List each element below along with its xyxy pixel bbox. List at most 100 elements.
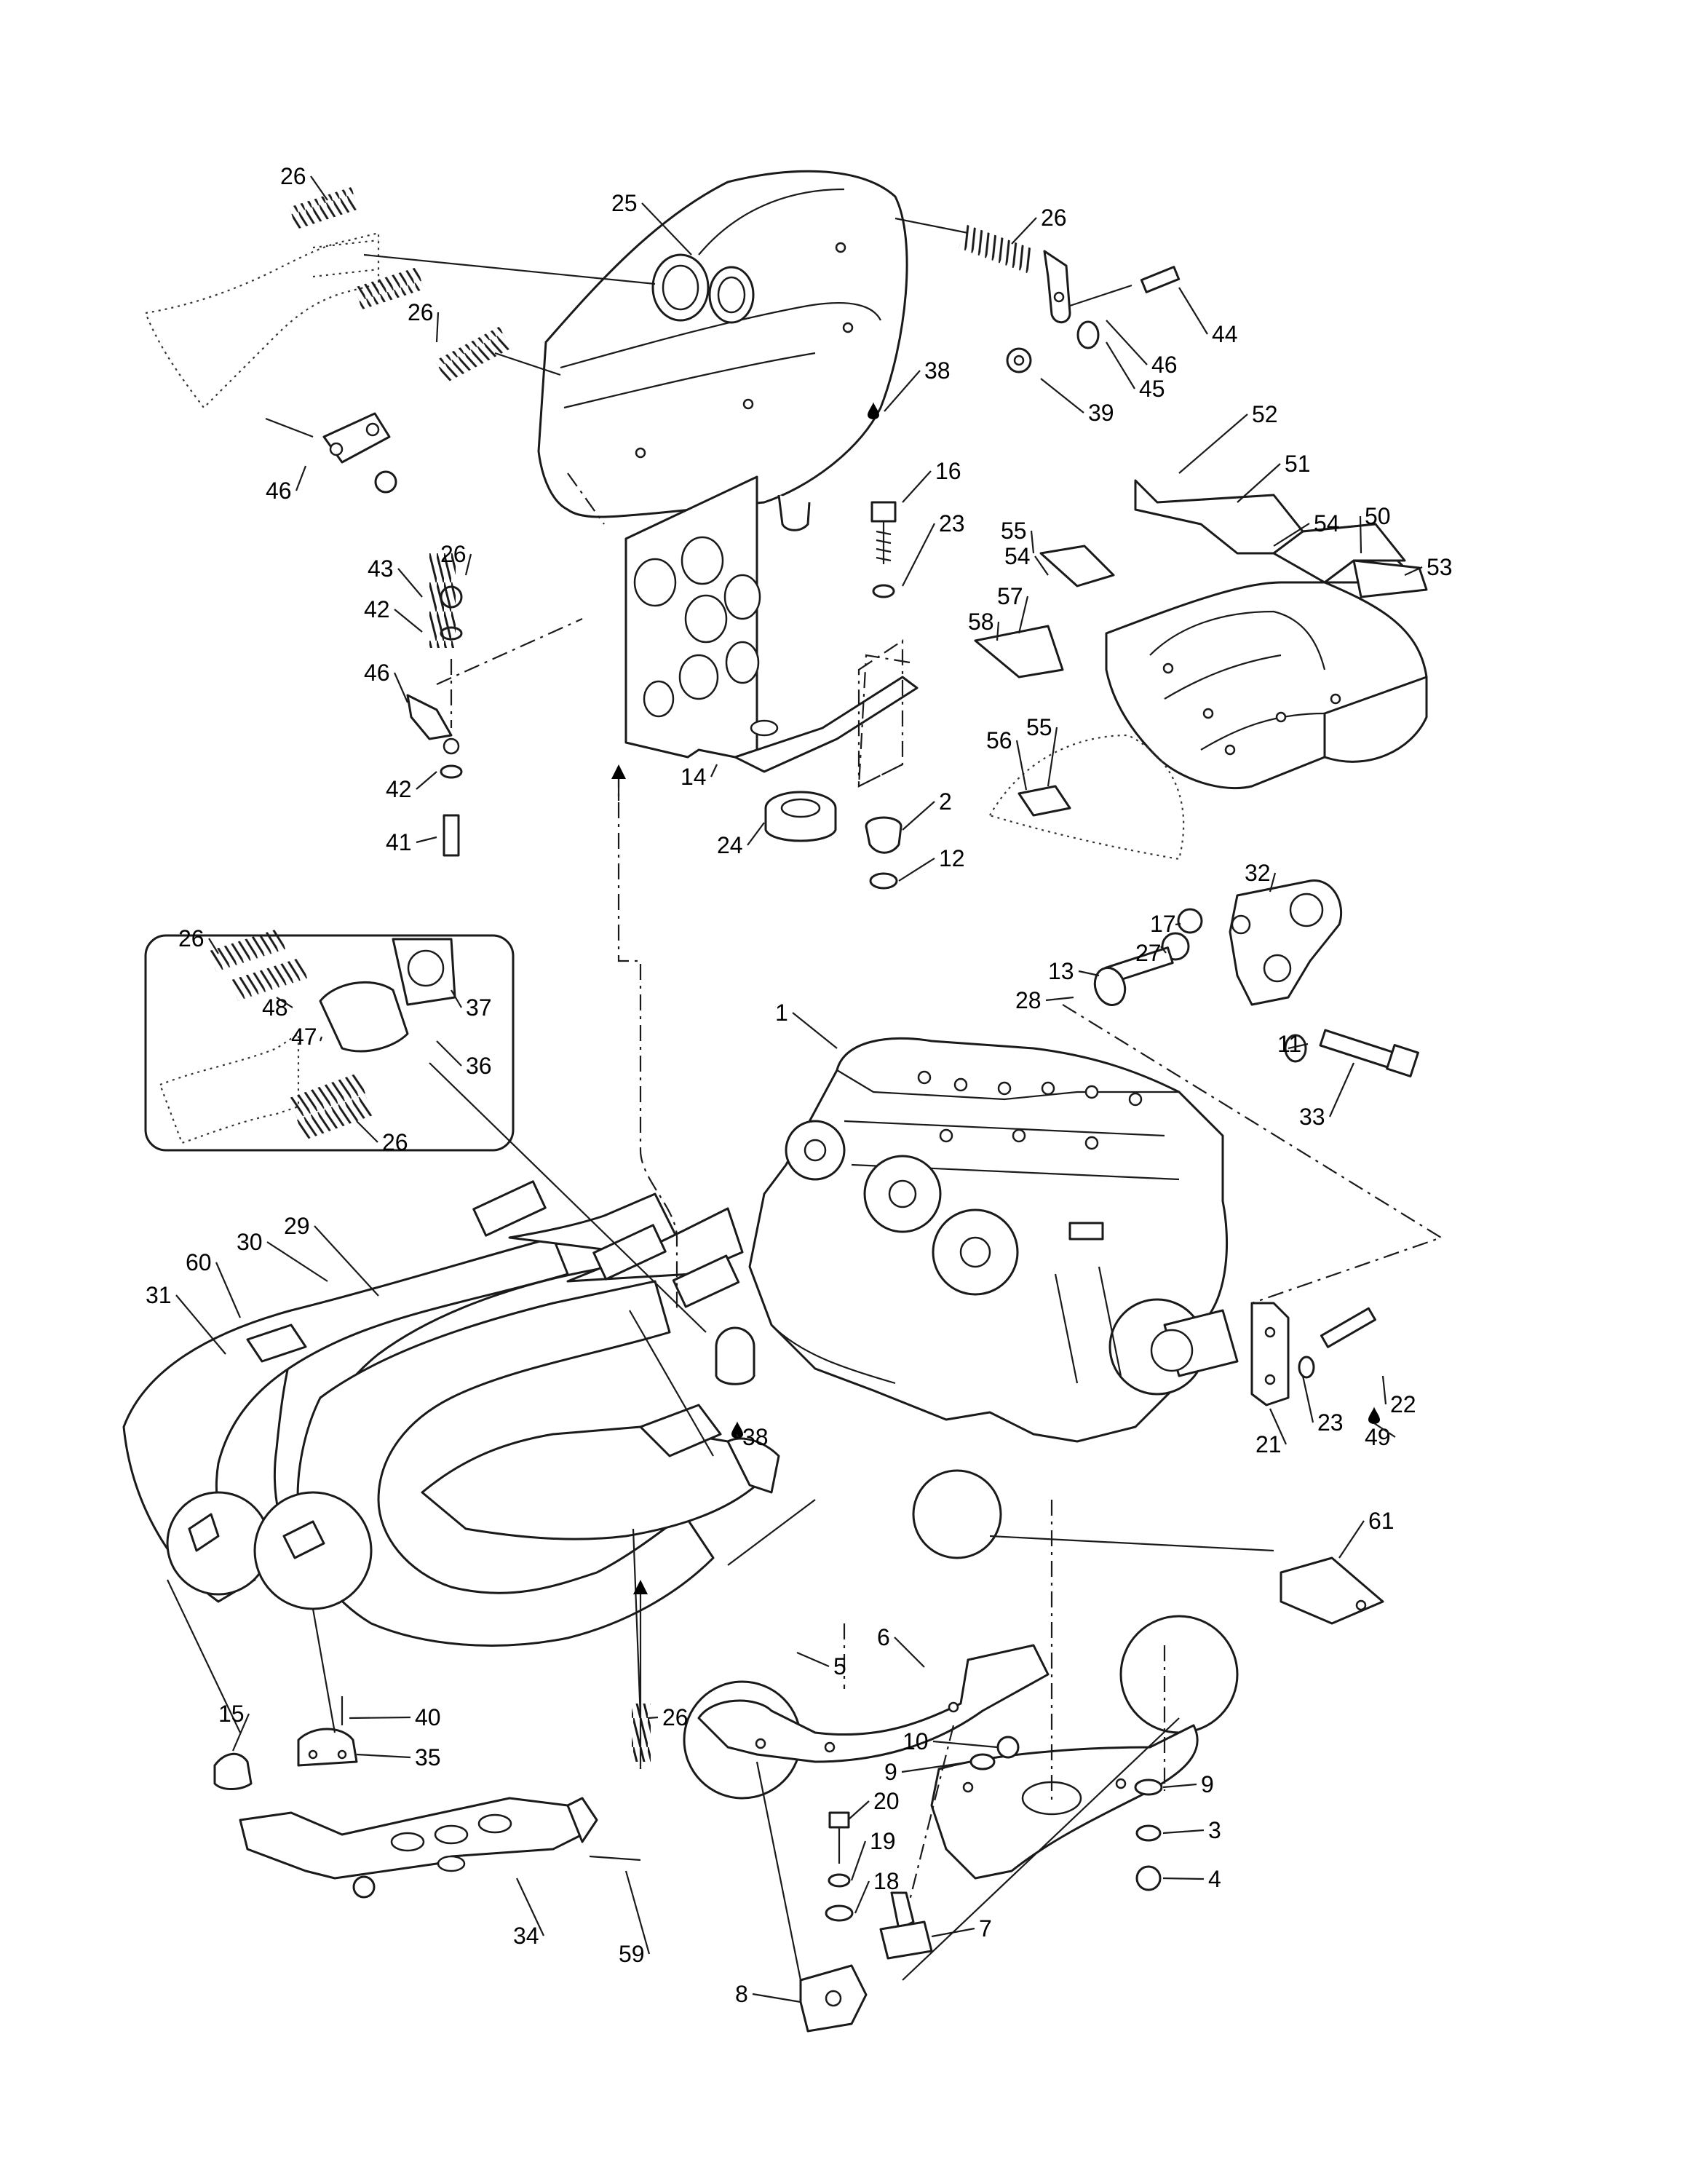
callout-26: 26 xyxy=(178,925,205,951)
engine-block xyxy=(748,1037,1239,1443)
leader-line-48 xyxy=(276,997,293,1008)
leader-line-61 xyxy=(1338,1520,1365,1559)
leader-line-25 xyxy=(641,202,692,256)
callout-13: 13 xyxy=(1048,958,1074,984)
callout-39: 39 xyxy=(1088,400,1114,426)
leader-line-47 xyxy=(319,1036,323,1042)
callout-59: 59 xyxy=(619,1941,645,1967)
callout-22: 22 xyxy=(1390,1391,1416,1417)
callout-19: 19 xyxy=(870,1828,896,1854)
callout-28: 28 xyxy=(1015,987,1042,1013)
callout-23: 23 xyxy=(1317,1409,1344,1436)
callout-44: 44 xyxy=(1212,321,1238,347)
leader-line-54 xyxy=(1273,523,1310,547)
callout-46: 46 xyxy=(1151,352,1178,378)
leader-line-36 xyxy=(436,1040,462,1067)
callout-38: 38 xyxy=(924,357,951,384)
callout-55: 55 xyxy=(1026,714,1052,740)
callout-5: 5 xyxy=(833,1653,846,1679)
leader-line-38 xyxy=(884,370,921,412)
callout-11: 11 xyxy=(1277,1031,1301,1057)
leader-line-45 xyxy=(1106,341,1135,389)
spring-26-vertical xyxy=(429,553,456,648)
leader-line-44 xyxy=(1178,287,1208,335)
muffler xyxy=(537,170,908,531)
leader-line-2 xyxy=(902,801,935,831)
center-hardware xyxy=(799,1736,1020,2033)
callout-38: 38 xyxy=(742,1424,769,1450)
callout-33: 33 xyxy=(1299,1104,1325,1130)
exhaust-outlet-outline xyxy=(144,232,380,409)
callout-40: 40 xyxy=(415,1704,441,1730)
bracket-21 xyxy=(1250,1302,1376,1406)
leader-line-19 xyxy=(850,1840,867,1881)
callout-60: 60 xyxy=(186,1249,212,1275)
grommet-24 xyxy=(764,791,837,842)
muffler-support-14 xyxy=(624,475,919,773)
callout-26: 26 xyxy=(382,1129,408,1155)
callout-43: 43 xyxy=(368,555,394,582)
callout-35: 35 xyxy=(415,1744,441,1770)
callout-17: 17 xyxy=(1150,911,1176,937)
leader-line-49 xyxy=(1373,1423,1396,1438)
mount-61 xyxy=(1280,1556,1384,1625)
spring-26-diagonal xyxy=(435,326,512,383)
callout-4: 4 xyxy=(1208,1866,1221,1892)
callout-45: 45 xyxy=(1139,376,1165,402)
leader-line-31 xyxy=(175,1294,226,1355)
callout-54: 54 xyxy=(1004,543,1031,569)
bracket-46-right xyxy=(1006,250,1181,373)
leader-line-5 xyxy=(796,1651,830,1668)
leader-line-42 xyxy=(416,771,437,790)
callout-3: 3 xyxy=(1208,1817,1221,1843)
callout-7: 7 xyxy=(979,1915,992,1942)
exhaust-bracket-34 xyxy=(213,1696,641,1899)
callout-42: 42 xyxy=(364,596,390,622)
spring-26-mid-left xyxy=(354,266,424,310)
leader-line-23 xyxy=(902,523,935,587)
callout-15: 15 xyxy=(218,1701,245,1727)
leader-line-32 xyxy=(1269,872,1277,893)
leader-line-55 xyxy=(1030,530,1035,554)
callout-26: 26 xyxy=(1041,205,1067,231)
callout-49: 49 xyxy=(1365,1424,1391,1450)
leader-line-46 xyxy=(393,672,409,703)
lubricant-markers xyxy=(731,402,1380,1439)
callout-37: 37 xyxy=(466,994,492,1021)
callout-42: 42 xyxy=(386,776,412,802)
callout-10: 10 xyxy=(903,1728,929,1754)
callout-24: 24 xyxy=(717,832,743,858)
leader-line-52 xyxy=(1178,414,1248,474)
leader-line-9 xyxy=(901,1760,972,1773)
callout-8: 8 xyxy=(735,1981,748,2007)
callout-1: 1 xyxy=(775,1000,788,1026)
leader-line-24 xyxy=(747,822,765,846)
leader-line-35 xyxy=(356,1753,411,1759)
callout-46: 46 xyxy=(266,478,292,504)
leader-line-7 xyxy=(931,1927,975,1938)
callout-26: 26 xyxy=(280,163,306,189)
callout-2: 2 xyxy=(939,788,952,815)
leader-line-41 xyxy=(416,836,437,844)
leader-line-8 xyxy=(752,1993,801,2003)
leader-line-21 xyxy=(1269,1408,1288,1445)
leader-line-40 xyxy=(349,1716,411,1720)
leader-line-17 xyxy=(1175,922,1181,926)
leader-line-46 xyxy=(295,465,307,491)
leader-line-50 xyxy=(1359,515,1362,554)
leader-line-16 xyxy=(902,470,932,503)
callout-leaders xyxy=(175,175,1423,2003)
callout-16: 16 xyxy=(935,458,961,484)
leader-line-42 xyxy=(394,609,423,633)
callout-48: 48 xyxy=(262,994,288,1021)
leader-line-23 xyxy=(1301,1375,1314,1423)
callout-55: 55 xyxy=(1001,518,1027,544)
panel-outline-56 xyxy=(988,734,1185,860)
callout-32: 32 xyxy=(1245,860,1271,886)
leader-line-30 xyxy=(266,1241,328,1282)
leader-line-22 xyxy=(1381,1375,1387,1405)
leader-line-26 xyxy=(1011,217,1037,245)
leader-line-9 xyxy=(1162,1783,1197,1789)
leader-line-58 xyxy=(996,621,1000,641)
